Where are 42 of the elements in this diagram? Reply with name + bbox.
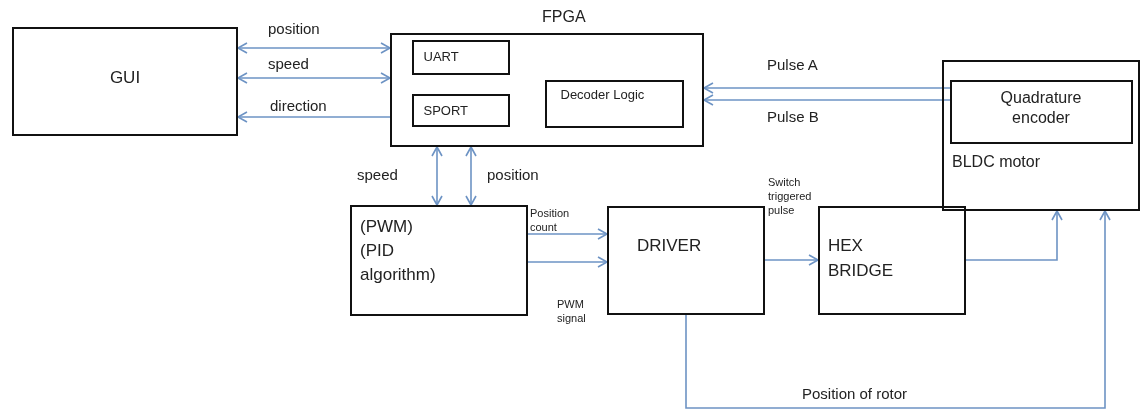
edge-label: Position count: [529, 207, 571, 235]
process-box: [607, 206, 765, 315]
connector-arrow: [431, 146, 443, 206]
box-heading: BLDC motor: [952, 152, 1041, 172]
connector-arrow: [527, 256, 608, 268]
edge-label: Pulse B: [765, 108, 821, 125]
connector-arrow: [237, 42, 391, 54]
connector-arrow: [685, 210, 1111, 409]
module-box: [411, 93, 510, 127]
module-box: [949, 79, 1133, 144]
module-box: [411, 39, 510, 75]
process-box: [350, 205, 528, 316]
box-label: UART: [423, 48, 459, 66]
box-label: DRIVER: [637, 235, 703, 257]
box-label: SPORT: [423, 102, 469, 120]
connector-arrow: [237, 111, 391, 123]
connector-arrow: [703, 82, 951, 94]
connector-arrow: [527, 228, 608, 240]
connector-arrow: [465, 146, 477, 206]
process-box: [12, 27, 238, 136]
box-label: HEX BRIDGE: [828, 235, 895, 282]
box-label: Decoder Logic: [560, 85, 646, 104]
edge-label: PWM signal: [556, 298, 587, 326]
connector-arrow: [764, 254, 819, 266]
edge-label: Position of rotor: [800, 385, 910, 402]
module-box: [544, 79, 684, 128]
box-label: GUI: [108, 67, 142, 89]
connector-arrow: [703, 94, 951, 106]
edge-label: direction: [268, 97, 329, 114]
box-label: (PWM) (PID algorithm): [360, 216, 437, 286]
edge-label: Switch triggered pulse: [767, 176, 813, 218]
edge-label: position: [485, 166, 541, 183]
connector-arrow: [237, 72, 391, 84]
process-box: [818, 206, 966, 315]
box-heading: FPGA: [542, 7, 586, 27]
edge-label: speed: [266, 55, 311, 72]
edge-label: speed: [355, 166, 400, 183]
edge-label: Pulse A: [765, 56, 820, 73]
connector-arrow: [965, 210, 1063, 261]
box-label: Quadrature encoder: [999, 87, 1083, 129]
edge-label: position: [266, 20, 322, 37]
process-box: [942, 60, 1140, 211]
